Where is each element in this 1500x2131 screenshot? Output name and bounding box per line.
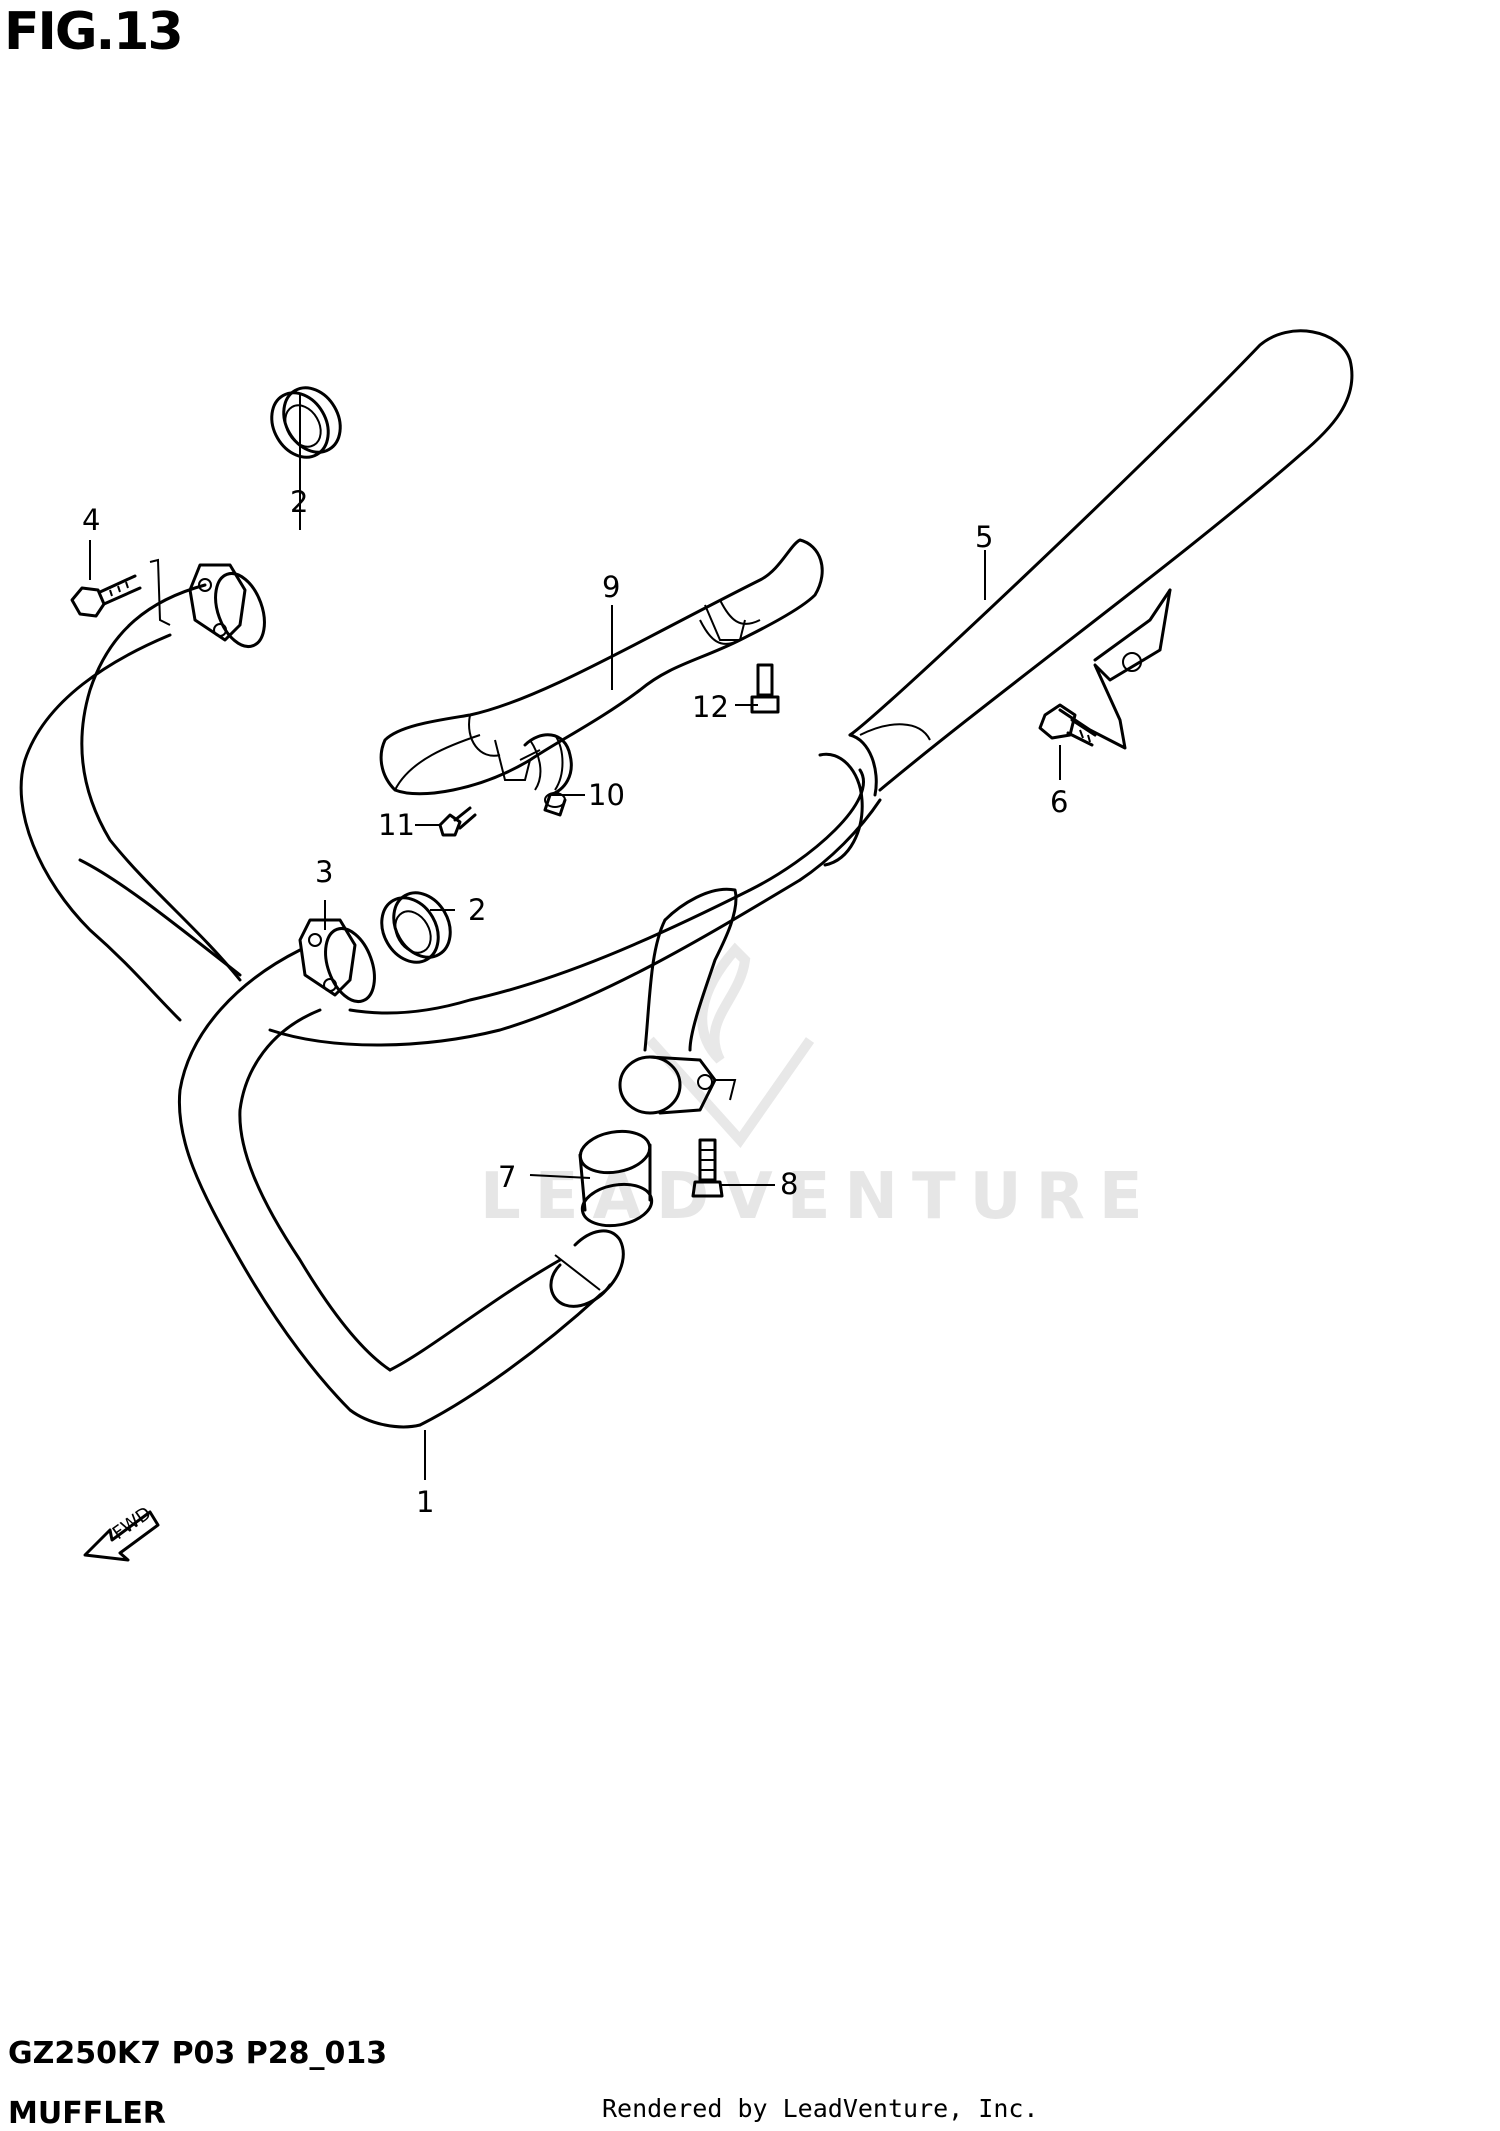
callout-8: 8 — [780, 1167, 799, 1201]
rendered-by-credit: Rendered by LeadVenture, Inc. — [602, 2094, 1039, 2123]
exhaust-pipe-lower — [177, 948, 625, 1429]
figure-name: MUFFLER — [8, 2096, 166, 2131]
flange-lower-part-3 — [298, 918, 376, 1003]
gasket-upper — [270, 386, 342, 459]
heat-shield — [379, 538, 824, 796]
callout-6: 6 — [1050, 785, 1069, 819]
flange-upper — [188, 563, 266, 648]
exhaust-midpipe — [268, 768, 882, 1047]
callout-11: 11 — [378, 808, 415, 842]
callout-7: 7 — [498, 1160, 517, 1194]
callout-5: 5 — [975, 520, 994, 554]
callout-4: 4 — [82, 503, 101, 537]
figure-title: FIG.13 — [4, 2, 184, 62]
clamp-part-10 — [523, 733, 573, 817]
bolt-part-12 — [750, 663, 780, 714]
bolt-part-6 — [1038, 703, 1097, 747]
callout-2b: 2 — [468, 893, 487, 927]
callout-1: 1 — [416, 1485, 435, 1519]
callout-12: 12 — [692, 690, 729, 724]
fwd-arrow-icon — [83, 1510, 160, 1562]
callout-2a: 2 — [290, 485, 309, 519]
leader-lines — [89, 395, 1061, 1480]
gasket-lower — [380, 891, 452, 964]
callout-10: 10 — [588, 778, 625, 812]
callout-3: 3 — [315, 855, 334, 889]
bolt-part-11 — [438, 806, 477, 837]
bolt-part-8 — [691, 1138, 724, 1198]
model-code: GZ250K7 P03 P28_013 — [8, 2036, 388, 2071]
watermark-logo — [646, 942, 815, 1149]
callout-9: 9 — [602, 570, 621, 604]
joint-pipe — [618, 887, 738, 1115]
bolt-part-4 — [70, 558, 171, 626]
exhaust-pipe-upper — [19, 583, 242, 1022]
muffler-body — [818, 329, 1354, 867]
joint-sleeve-part-7 — [578, 1129, 654, 1228]
